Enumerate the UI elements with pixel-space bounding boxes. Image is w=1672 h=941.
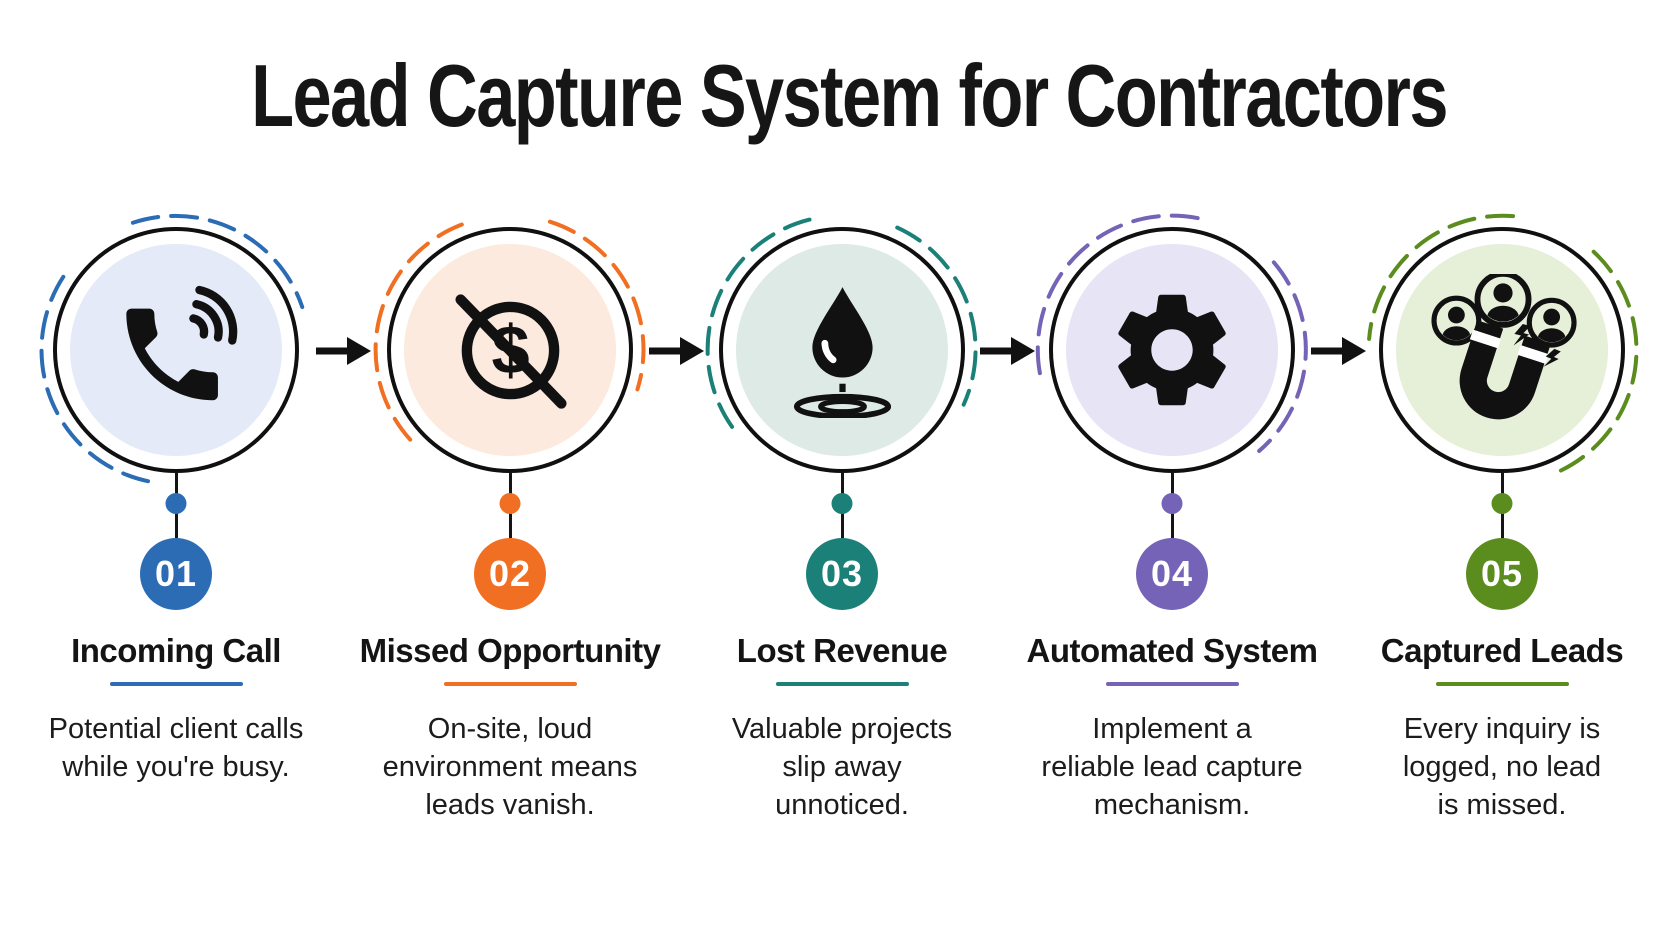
step-description: Every inquiry is logged, no lead is miss… — [1402, 713, 1602, 821]
accent-underline — [443, 682, 577, 686]
connector-dot — [1161, 493, 1183, 514]
flow-arrow-icon — [649, 337, 704, 365]
accent-underline — [109, 682, 243, 686]
connector-line — [165, 473, 187, 538]
dashed-arc-decoration — [1367, 213, 1639, 473]
no-money-icon: $ — [454, 293, 567, 409]
circle-fill — [1066, 244, 1278, 456]
accent-underline — [1105, 682, 1239, 686]
dashed-arc-decoration — [705, 215, 978, 429]
step-lost-revenue: 03 Lost Revenue Valuable projects slip a… — [682, 215, 1002, 824]
step-title: Lost Revenue — [736, 632, 948, 669]
circle-fill — [70, 244, 282, 456]
water-drop-icon — [793, 286, 891, 418]
step-description: Valuable projects slip away unnoticed. — [731, 713, 953, 821]
connector-line — [499, 473, 521, 538]
step-circle — [1367, 213, 1639, 473]
step-number-badge: 03 — [806, 538, 878, 610]
flow-arrow-icon — [980, 337, 1035, 365]
page-title: Lead Capture System for Contractors — [251, 46, 1448, 145]
step-circle — [705, 215, 978, 473]
step-title: Incoming Call — [71, 632, 281, 669]
circle-fill — [1396, 244, 1608, 456]
accent-underline — [1435, 682, 1569, 686]
step-number-badge: 04 — [1136, 538, 1208, 610]
connector-line — [1491, 473, 1513, 538]
step-incoming-call: 01 Incoming Call Potential client calls … — [16, 213, 336, 786]
step-title: Captured Leads — [1380, 632, 1624, 669]
step-circle: $ — [373, 219, 646, 473]
connector-dot — [165, 493, 187, 514]
step-title: Automated System — [1026, 632, 1318, 669]
step-number-badge: 01 — [140, 538, 212, 610]
circle-fill: $ — [404, 244, 616, 456]
step-automated-system: 04 Automated System Implement a reliable… — [1012, 213, 1332, 824]
accent-underline — [775, 682, 909, 686]
step-circle — [39, 213, 305, 484]
connector-dot — [831, 493, 853, 514]
step-title: Missed Opportunity — [359, 632, 661, 669]
connector-line — [831, 473, 853, 538]
gear-icon — [1118, 294, 1226, 406]
step-captured-leads: 05 Captured Leads Every inquiry is logge… — [1342, 213, 1662, 824]
dashed-arc-decoration — [1035, 213, 1308, 453]
connector-line — [1161, 473, 1183, 538]
lead-magnet-icon — [1431, 274, 1577, 420]
step-circle — [1035, 213, 1308, 473]
dashed-arc-decoration — [373, 219, 646, 442]
step-number-badge: 02 — [474, 538, 546, 610]
circle-fill — [736, 244, 948, 456]
phone-call-icon — [125, 285, 237, 400]
step-description: Potential client calls while you're busy… — [48, 713, 304, 783]
flow-arrow-icon — [316, 337, 371, 365]
step-number-badge: 05 — [1466, 538, 1538, 610]
connector-dot — [499, 493, 521, 514]
dashed-arc-decoration — [39, 213, 305, 484]
step-missed-opportunity: $ 02 Missed Opportunity On-site, loud en… — [350, 219, 670, 824]
connector-dot — [1491, 493, 1513, 514]
step-description: Implement a reliable lead capture mechan… — [1041, 713, 1303, 821]
flow-arrow-icon — [1311, 337, 1366, 365]
step-description: On-site, loud environment means leads va… — [382, 713, 638, 821]
